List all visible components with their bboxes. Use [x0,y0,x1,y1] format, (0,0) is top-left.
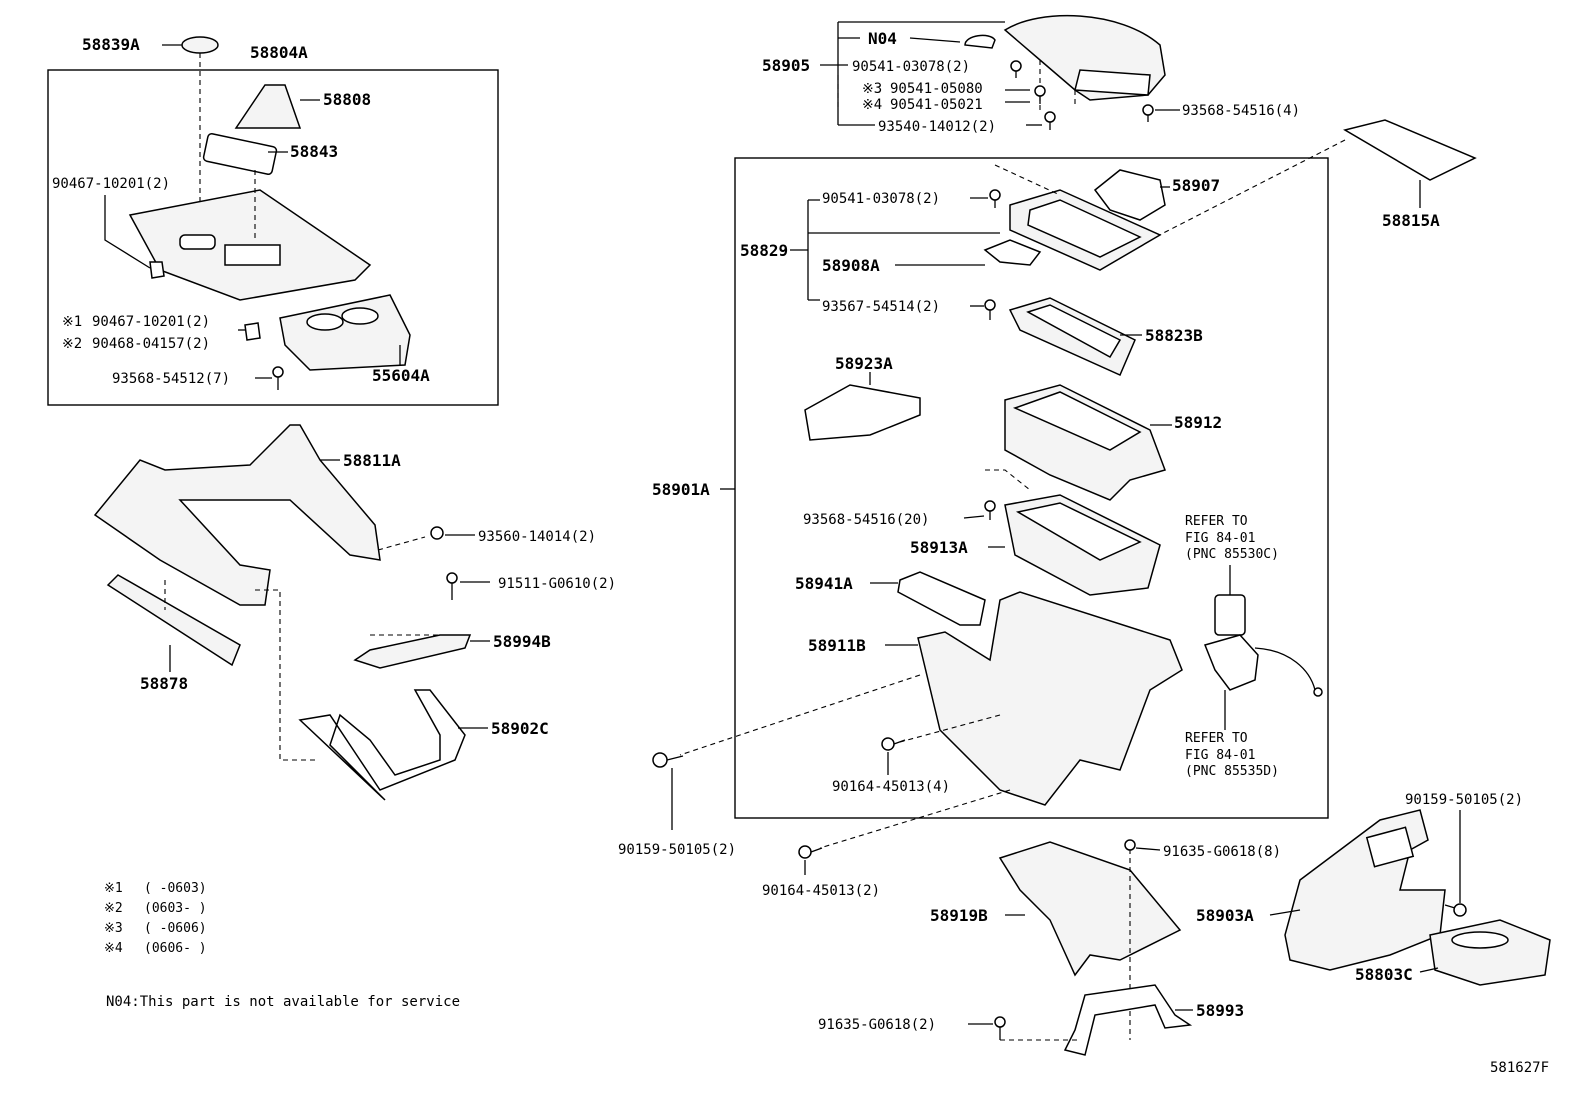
part-58808-boot [236,85,300,128]
refer-2-line3: (PNC 85535D) [1185,764,1279,779]
label-91635-G0618-b: 91635-G0618(2) [818,1017,936,1033]
part-58843-ring [203,133,277,175]
label-58913A: 58913A [910,538,968,557]
label-58911B: 58911B [808,636,866,655]
part-lighter [1215,595,1245,635]
label-90467-10201-b: 90467-10201(2) [92,314,210,330]
diagram-id: 581627F [1490,1060,1549,1076]
part-58919B-bracket [1000,842,1180,975]
label-93560-14014: 93560-14014(2) [478,529,596,545]
label-93568-54516-a: 93568-54516(4) [1182,103,1300,119]
label-58803C: 58803C [1355,965,1413,984]
part-55604A-cupholder [280,295,410,370]
label-90164-45013-b: 90164-45013(2) [762,883,880,899]
part-58903A-side-panel [1285,810,1445,970]
mark-4: ※4 [862,97,882,113]
part-58811A-console-side [95,425,380,605]
label-58808: 58808 [323,90,371,109]
legend-val-2: (0603- ) [144,901,207,916]
refer-1-line2: FIG 84-01 [1185,531,1255,546]
label-58919B: 58919B [930,906,988,925]
label-93540-14012: 93540-14012(2) [878,119,996,135]
refer-2-line2: FIG 84-01 [1185,748,1255,763]
note-n04: N04:This part is not available for servi… [106,994,460,1010]
label-90541-05080: 90541-05080 [890,81,983,97]
legend-key-2: ※2 [104,901,123,916]
label-58903A: 58903A [1196,906,1254,925]
label-90159-50105-b: 90159-50105(2) [1405,792,1523,808]
mark-2: ※2 [62,336,82,352]
part-58994B-bracket [355,635,470,668]
label-58902C: 58902C [491,719,549,738]
label-58923A: 58923A [835,354,893,373]
label-N04: N04 [868,29,897,48]
label-58804A: 58804A [250,43,308,62]
label-91635-G0618-a: 91635-G0618(8) [1163,844,1281,860]
part-58815A-mat [1345,120,1475,180]
legend-val-3: ( -0606) [144,921,207,936]
label-58829: 58829 [740,241,788,260]
label-93567-54514: 93567-54514(2) [822,299,940,315]
part-58839A-knob [182,37,218,53]
label-58905: 58905 [762,56,810,75]
label-58907: 58907 [1172,176,1220,195]
part-58993-bracket [1065,985,1190,1055]
refer-2-line1: REFER TO [1185,731,1248,746]
label-90541-03078-b: 90541-03078(2) [822,191,940,207]
label-90541-03078-a: 90541-03078(2) [852,59,970,75]
label-90159-50105-a: 90159-50105(2) [618,842,736,858]
legend-key-3: ※3 [104,921,123,936]
part-58803C-ashtray [1430,920,1550,985]
label-90164-45013-a: 90164-45013(4) [832,779,950,795]
label-93568-54516-b: 93568-54516(20) [803,512,929,528]
mark-1: ※1 [62,314,82,330]
mark-3: ※3 [862,81,882,97]
part-58902C-frame [300,690,465,800]
legend-key-1: ※1 [104,881,123,896]
label-58901A: 58901A [652,480,710,499]
label-58811A: 58811A [343,451,401,470]
label-58908A: 58908A [822,256,880,275]
label-58839A: 58839A [82,35,140,54]
label-58823B: 58823B [1145,326,1203,345]
label-93568-54512: 93568-54512(7) [112,371,230,387]
label-58843: 58843 [290,142,338,161]
legend-val-1: ( -0603) [144,881,207,896]
refer-1-line1: REFER TO [1185,514,1248,529]
label-90467-10201-a: 90467-10201(2) [52,176,170,192]
label-55604A: 55604A [372,366,430,385]
legend-key-4: ※4 [104,941,123,956]
label-91511-G0610: 91511-G0610(2) [498,576,616,592]
legend-val-4: (0606- ) [144,941,207,956]
part-58941A-pad [898,572,985,625]
label-58941A: 58941A [795,574,853,593]
label-90468-04157: 90468-04157(2) [92,336,210,352]
part-58923A-plate [805,385,920,440]
label-90541-05021: 90541-05021 [890,97,983,113]
label-58815A: 58815A [1382,211,1440,230]
label-58993: 58993 [1196,1001,1244,1020]
label-58912: 58912 [1174,413,1222,432]
label-58994B: 58994B [493,632,551,651]
label-58878: 58878 [140,674,188,693]
refer-1-line3: (PNC 85530C) [1185,547,1279,562]
